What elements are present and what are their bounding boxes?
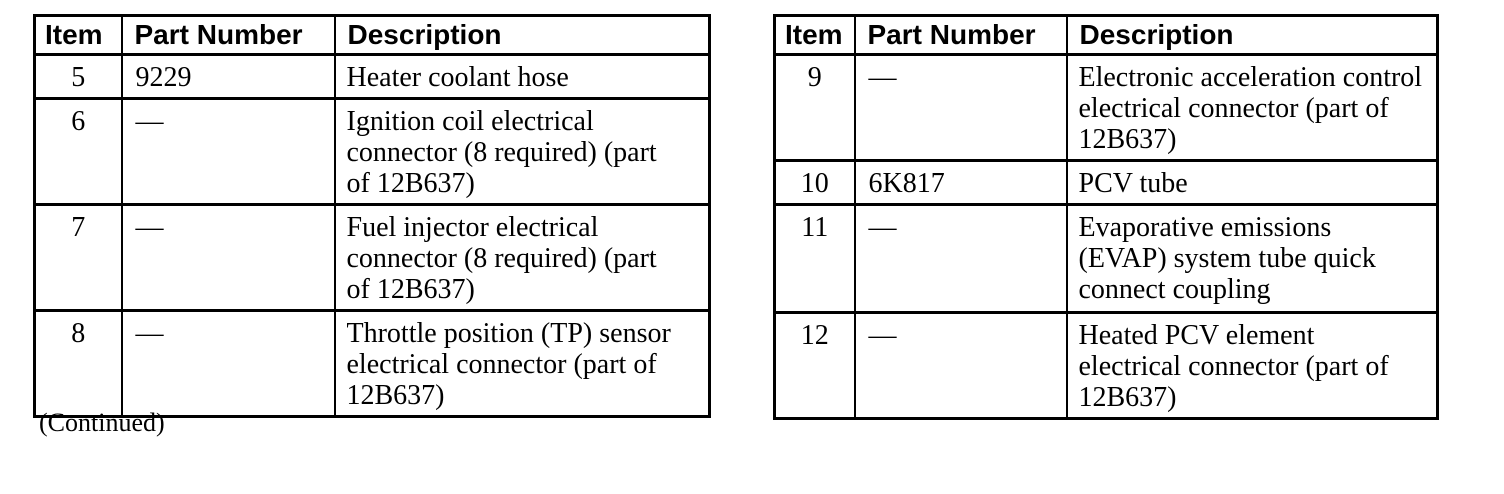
table-row: 9 — Electronic acceleration control elec… [773, 53, 1439, 162]
description-cell: Evaporative emissions (EVAP) system tube… [1065, 203, 1439, 314]
item-cell: 10 [773, 159, 856, 206]
part-number-cell: — [120, 309, 336, 418]
column-header-description: Description [1065, 14, 1439, 56]
table-row: 11 — Evaporative emissions (EVAP) system… [773, 203, 1439, 314]
continued-label: (Continued) [39, 408, 165, 437]
part-number-cell: — [853, 203, 1068, 314]
item-cell: 6 [33, 97, 123, 206]
item-cell: 12 [773, 311, 856, 420]
part-number-cell: — [120, 203, 336, 312]
column-header-description: Description [333, 14, 711, 56]
parts-table-left: Item Part Number Description 5 9229 Heat… [33, 14, 711, 418]
column-header-part-number: Part Number [853, 14, 1068, 56]
item-cell: 11 [773, 203, 856, 314]
description-cell: Ignition coil electrical connector (8 re… [333, 97, 711, 206]
table-row: 7 — Fuel injector electrical connector (… [33, 203, 711, 312]
item-cell: 8 [33, 309, 123, 418]
part-number-cell: 6K817 [853, 159, 1068, 206]
item-cell: 9 [773, 53, 856, 162]
table-header-row: Item Part Number Description [773, 14, 1439, 56]
parts-table-right: Item Part Number Description 9 — Electro… [773, 14, 1439, 420]
part-number-cell: 9229 [120, 53, 336, 100]
description-cell: Electronic acceleration control electric… [1065, 53, 1439, 162]
table-row: 6 — Ignition coil electrical connector (… [33, 97, 711, 206]
description-cell: Fuel injector electrical connector (8 re… [333, 203, 711, 312]
table-row: 12 — Heated PCV element electrical conne… [773, 311, 1439, 420]
table-row: 8 — Throttle position (TP) sensor electr… [33, 309, 711, 418]
description-cell: Throttle position (TP) sensor electrical… [333, 309, 711, 418]
part-number-cell: — [853, 53, 1068, 162]
part-number-cell: — [120, 97, 336, 206]
column-header-item: Item [33, 14, 123, 56]
item-cell: 7 [33, 203, 123, 312]
column-header-item: Item [773, 14, 856, 56]
description-cell: Heated PCV element electrical connector … [1065, 311, 1439, 420]
table-header-row: Item Part Number Description [33, 14, 711, 56]
description-cell: PCV tube [1065, 159, 1439, 206]
table-row: 10 6K817 PCV tube [773, 159, 1439, 206]
item-cell: 5 [33, 53, 123, 100]
table-row: 5 9229 Heater coolant hose [33, 53, 711, 100]
column-header-part-number: Part Number [120, 14, 336, 56]
description-cell: Heater coolant hose [333, 53, 711, 100]
part-number-cell: — [853, 311, 1068, 420]
